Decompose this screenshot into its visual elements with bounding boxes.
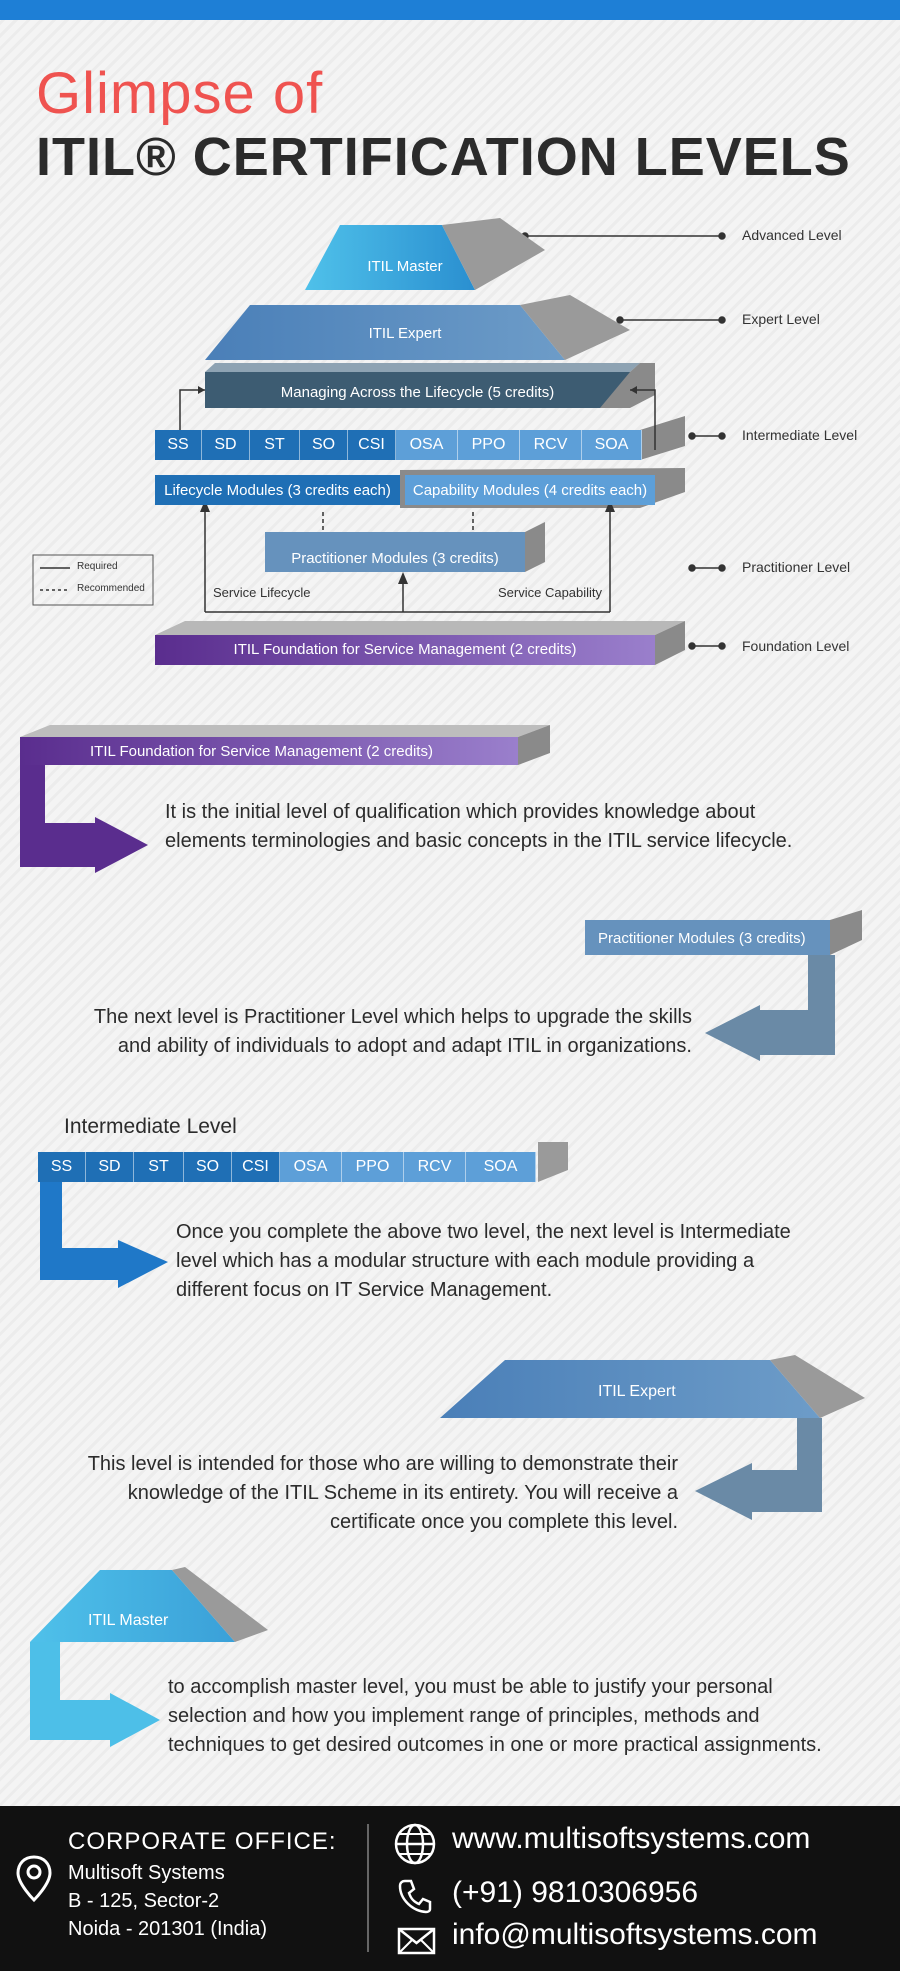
expert-arrow-graphic (440, 1355, 865, 1520)
int-module-sd: SD (86, 1152, 134, 1182)
int-module-rcv: RCV (404, 1152, 466, 1182)
pyramid-foundation-label: ITIL Foundation for Service Management (… (233, 641, 577, 658)
module-csi: CSI (348, 430, 396, 460)
top-accent-bar (0, 0, 900, 20)
module-so: SO (300, 430, 348, 460)
intermediate-level-label: Intermediate Level (742, 427, 858, 443)
pyramid-malc-label: Managing Across the Lifecycle (5 credits… (280, 384, 555, 401)
int-module-csi: CSI (232, 1152, 280, 1182)
module-rcv: RCV (520, 430, 582, 460)
legend-required: Required (77, 561, 118, 572)
pyramid-module-row: SS SD ST SO CSI OSA PPO RCV SOA (155, 430, 685, 460)
module-ppo: PPO (458, 430, 520, 460)
int-module-soa: SOA (466, 1152, 536, 1182)
footer-phone-link[interactable]: (+91) 9810306956 (452, 1876, 699, 1909)
lifecycle-modules-bar: Lifecycle Modules (3 credits each) (155, 475, 400, 505)
intermediate-section-label: Intermediate Level (64, 1115, 237, 1138)
intermediate-arrow-graphic (40, 1142, 568, 1288)
service-lifecycle-label: Service Lifecycle (213, 585, 311, 600)
expert-level-label: Expert Level (742, 311, 820, 327)
int-module-osa: OSA (280, 1152, 342, 1182)
intermediate-module-row: SS SD ST SO CSI OSA PPO RCV SOA (38, 1152, 540, 1182)
legend-recommended: Recommended (77, 583, 145, 594)
master-section-label: ITIL Master (88, 1612, 169, 1629)
expert-description: This level is intended for those who are… (87, 1453, 678, 1533)
master-tier (305, 225, 475, 290)
foundation-arrow-graphic (20, 725, 550, 873)
practitioner-section-label: Practitioner Modules (3 credits) (598, 930, 806, 947)
footer-website-link[interactable]: www.multisoftsystems.com (452, 1822, 811, 1855)
footer-address-1: B - 125, Sector-2 (68, 1890, 220, 1912)
module-soa: SOA (582, 430, 642, 460)
footer: CORPORATE OFFICE: Multisoft Systems B - … (0, 1806, 900, 1971)
module-osa: OSA (396, 430, 458, 460)
pyramid-master-label: ITIL Master (367, 258, 443, 275)
footer-heading: CORPORATE OFFICE: (68, 1828, 337, 1855)
footer-company: Multisoft Systems (68, 1862, 225, 1884)
capability-modules-bar: Capability Modules (4 credits each) (405, 475, 655, 505)
module-ss: SS (155, 430, 202, 460)
int-module-so: SO (184, 1152, 232, 1182)
module-sd: SD (202, 430, 250, 460)
int-module-st: ST (134, 1152, 184, 1182)
practitioner-level-label: Practitioner Level (742, 559, 851, 575)
title-line-1: Glimpse of (36, 61, 324, 126)
module-st: ST (250, 430, 300, 460)
footer-address-2: Noida - 201301 (India) (68, 1918, 268, 1940)
pyramid-practitioner-label: Practitioner Modules (3 credits) (291, 550, 499, 567)
pyramid-expert-label: ITIL Expert (368, 325, 442, 342)
footer-email-link[interactable]: info@multisoftsystems.com (452, 1918, 818, 1951)
phone-icon (398, 1879, 432, 1914)
foundation-level-label: Foundation Level (742, 638, 850, 654)
practitioner-description: The next level is Practitioner Level whi… (93, 1006, 692, 1057)
footer-divider (367, 1824, 369, 1952)
expert-section-label: ITIL Expert (598, 1383, 676, 1400)
service-capability-label: Service Capability (498, 585, 603, 600)
page-title: ITIL® CERTIFICATION LEVELS (36, 127, 851, 187)
int-module-ppo: PPO (342, 1152, 404, 1182)
advanced-level-label: Advanced Level (742, 227, 842, 243)
location-pin-icon (16, 1855, 52, 1903)
legend-box (32, 554, 154, 606)
intermediate-description: Once you complete the above two level, t… (176, 1221, 791, 1301)
master-description: to accomplish master level, you must be … (168, 1676, 822, 1756)
foundation-description: It is the initial level of qualification… (165, 801, 793, 852)
expert-tier (205, 305, 565, 360)
master-arrow-graphic (30, 1567, 268, 1747)
int-module-ss: SS (38, 1152, 86, 1182)
practitioner-arrow-graphic (585, 910, 862, 1061)
foundation-section-label: ITIL Foundation for Service Management (… (90, 743, 433, 760)
globe-icon (394, 1823, 436, 1865)
mail-icon (397, 1927, 436, 1955)
